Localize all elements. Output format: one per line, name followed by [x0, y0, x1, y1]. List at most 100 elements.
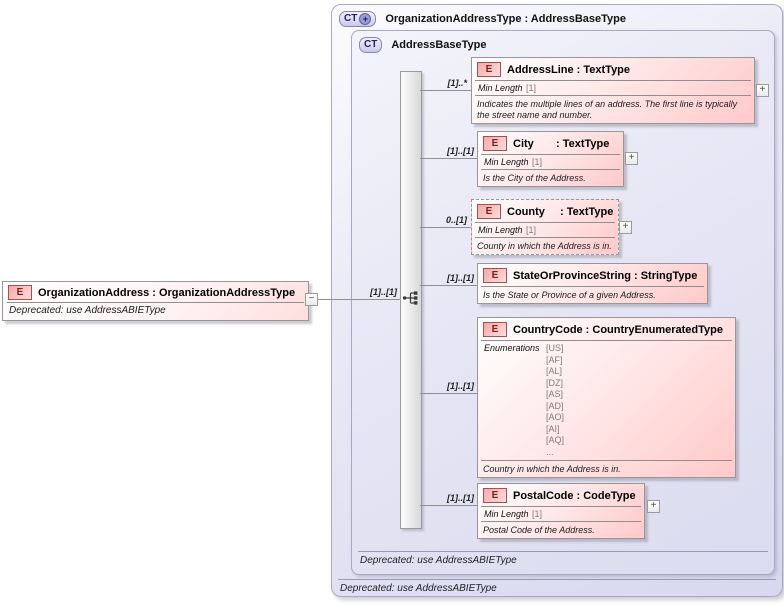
element-icon: E [483, 268, 507, 283]
element-title: PostalCode: CodeType [513, 490, 636, 502]
expand-button[interactable]: + [625, 152, 638, 165]
element-annotation: Postal Code of the Address. [483, 525, 595, 535]
facet-value: [1] [532, 509, 543, 519]
element-icon: E [483, 136, 507, 151]
enum-value: [AQ] [546, 435, 565, 445]
element-annotation: County in which the Address is in. [477, 241, 612, 251]
element-title: County : TextType [507, 206, 613, 218]
element-type: : StringType [633, 269, 698, 282]
element-type: : TextType [556, 137, 610, 150]
element-title: City : TextType [513, 138, 609, 150]
element-header: E AddressLine: TextType [472, 58, 754, 80]
enum-value: [DZ] [546, 377, 563, 388]
element-annotation: Country in which the Address is in. [483, 464, 621, 474]
facet-row: Min Length [1] [475, 80, 751, 96]
element-box-stateorprovincestring[interactable]: E StateOrProvinceString: StringType Is t… [477, 263, 708, 304]
connector-line [420, 505, 477, 506]
ct-badge-label: CT [344, 13, 358, 24]
enumeration-values: [US] [AF] [AL] [DZ] [AS] [AD] [AO] [AI] … [546, 343, 564, 458]
connector-line [420, 90, 471, 91]
element-header: E PostalCode: CodeType [478, 484, 644, 506]
county-cardinality: 0..[1] [445, 215, 467, 225]
organization-address-element-box[interactable]: E OrganizationAddress: OrganizationAddre… [2, 281, 309, 321]
element-type: : CodeType [576, 489, 636, 502]
facet-label: Min Length [478, 225, 523, 235]
ct-badge-label: CT [364, 39, 378, 50]
facet-label: Enumerations [484, 343, 540, 353]
inner-type-header: CT AddressBaseType [359, 37, 487, 53]
element-icon: E [483, 322, 507, 337]
facet-row: Min Length [1] [481, 506, 641, 522]
expand-button[interactable]: + [756, 84, 769, 97]
collapse-button[interactable]: − [305, 293, 318, 306]
element-name: AddressLine [507, 63, 574, 76]
element-box-postalcode[interactable]: E PostalCode: CodeType Min Length [1] Po… [477, 483, 645, 539]
complex-type-derived-icon: CT + [339, 11, 377, 27]
enum-value: [AF] [546, 354, 563, 365]
enum-value: [AL] [546, 366, 563, 376]
outer-deprecated-note: Deprecated: use AddressABIEType [340, 583, 497, 594]
element-title: StateOrProvinceString: StringType [513, 270, 697, 282]
enum-value: [AS] [546, 389, 564, 399]
root-element-title: OrganizationAddress: OrganizationAddress… [38, 287, 295, 299]
facet-value: [1] [526, 225, 537, 235]
element-annotation: Is the City of the Address. [483, 173, 586, 183]
root-element-header: E OrganizationAddress: OrganizationAddre… [3, 282, 308, 302]
connector-line [420, 227, 471, 228]
element-icon: E [477, 204, 501, 219]
element-icon: E [8, 285, 32, 300]
enum-value: [AD] [546, 400, 564, 411]
countrycode-cardinality: [1]..[1] [447, 381, 474, 391]
connector-line [420, 285, 477, 286]
outer-type-title: OrganizationAddressType : AddressBaseTyp… [385, 13, 626, 25]
element-box-county[interactable]: E County : TextType Min Length [1] County… [471, 199, 619, 255]
facet-row: Min Length [1] [481, 154, 620, 170]
root-element-name: OrganizationAddress [38, 286, 150, 299]
postalcode-cardinality: [1]..[1] [447, 493, 474, 503]
complex-type-icon: CT [359, 37, 383, 53]
element-icon: E [483, 488, 507, 503]
root-deprecated-note: Deprecated: use AddressABIEType [7, 302, 304, 316]
expand-button[interactable]: + [647, 500, 660, 513]
element-header: E County : TextType [472, 200, 618, 222]
element-box-city[interactable]: E City : TextType Min Length [1] Is the C… [477, 131, 624, 187]
element-type: : TextType [560, 205, 614, 218]
element-name: CountryCode [513, 323, 583, 336]
element-annotation: Is the State or Province of a given Addr… [481, 286, 704, 303]
expand-button[interactable]: + [619, 221, 632, 234]
facet-label: Min Length [478, 83, 523, 93]
outer-annotation-divider [338, 579, 776, 580]
element-type: : CountryEnumeratedType [585, 323, 723, 336]
root-connector-line [307, 299, 400, 300]
element-name: County [507, 205, 545, 218]
facet-row: Min Length [1] [475, 222, 615, 238]
facet-label: Min Length [484, 157, 529, 167]
element-title: AddressLine: TextType [507, 64, 630, 76]
enum-value: [AO] [546, 412, 565, 422]
element-header: E City : TextType [478, 132, 623, 154]
outer-type-header: CT + OrganizationAddressType : AddressBa… [339, 11, 626, 27]
connector-line [420, 393, 477, 394]
city-cardinality: [1]..[1] [447, 146, 474, 156]
sequence-icon [402, 291, 418, 305]
facet-value: [1] [526, 83, 537, 93]
connector-line [420, 158, 477, 159]
element-name: StateOrProvinceString [513, 269, 631, 282]
enum-value: [AI] [546, 423, 560, 434]
inner-type-title: AddressBaseType [391, 39, 487, 51]
element-box-countrycode[interactable]: E CountryCode: CountryEnumeratedType Enu… [477, 317, 736, 478]
element-name: City [513, 137, 534, 150]
addressline-cardinality: [1]..* [447, 78, 467, 88]
enum-value: [US] [546, 343, 564, 353]
element-box-addressline[interactable]: E AddressLine: TextType Min Length [1] I… [471, 57, 755, 124]
element-icon: E [477, 62, 501, 77]
state-cardinality: [1]..[1] [447, 273, 474, 283]
element-name: PostalCode [513, 489, 574, 502]
root-cardinality-label: [1]..[1] [370, 287, 397, 297]
derivation-plus-icon: + [359, 13, 372, 25]
element-type: : TextType [576, 63, 631, 76]
element-annotation: Indicates the multiple lines of an addre… [477, 99, 738, 120]
root-element-type: : OrganizationAddressType [152, 286, 296, 299]
inner-annotation-divider [358, 551, 768, 552]
element-header: E CountryCode: CountryEnumeratedType [478, 318, 735, 340]
